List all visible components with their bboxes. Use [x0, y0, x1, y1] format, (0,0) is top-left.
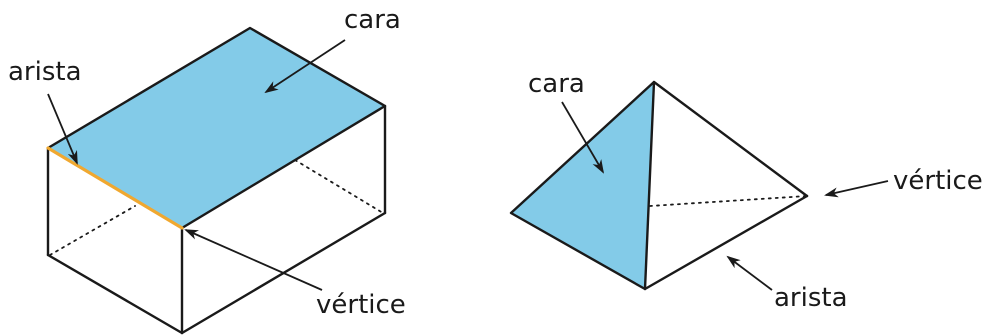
square-pyramid: cara vértice arista — [509, 69, 983, 313]
prism-vertex-arrow — [184, 229, 323, 291]
rectangular-prism: cara arista vértice — [8, 5, 406, 335]
pyramid-vertex-label: vértice — [893, 166, 983, 196]
prism-edge-label: arista — [8, 57, 82, 87]
prism-edge-bottom-left — [46, 253, 184, 335]
pyramid-hidden-edge — [649, 195, 808, 207]
pyramid-face-label: cara — [528, 69, 585, 99]
pyramid-left-face — [509, 80, 656, 291]
pyramid-edge-base-right — [643, 194, 809, 291]
prism-face-label: cara — [344, 5, 401, 35]
prism-edge-arrow — [47, 93, 78, 165]
prism-face-arrow — [264, 39, 346, 94]
prism-top-face — [46, 26, 387, 230]
pyramid-edge-label: arista — [774, 283, 848, 313]
prism-vertex-label: vértice — [316, 290, 406, 320]
prism-hidden-edge-left — [49, 205, 136, 256]
pyramid-edge-arrow — [726, 255, 773, 291]
pyramid-edge-apex-right — [652, 80, 809, 198]
prism-hidden-edge-right — [294, 159, 384, 214]
pyramid-face-arrow — [561, 101, 605, 174]
pyramid-vertex-arrow — [824, 180, 889, 198]
